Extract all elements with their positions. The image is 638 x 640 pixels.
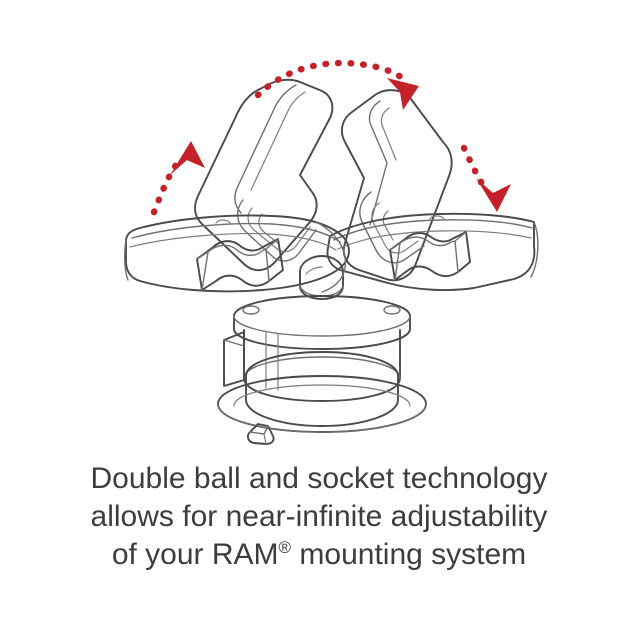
product-illustration: .ln { fill:none; stroke:#4a4a4a; stroke-… <box>123 59 539 445</box>
arrow-left-up <box>150 141 205 216</box>
caption-line-2: allows for near-infinite adjustability <box>90 500 548 533</box>
caption-line-3-text-after: mounting system <box>291 538 527 571</box>
double-socket-arm-left-raised <box>194 78 334 272</box>
caption-block: Double ball and socket technology allows… <box>0 460 638 574</box>
suction-cup-base <box>217 255 427 445</box>
double-socket-arm-left-horizontal <box>123 214 350 293</box>
arrow-top-sweep <box>254 59 419 110</box>
caption-line-3-text-before: of your RAM <box>111 538 279 571</box>
caption-line-3: of your RAM® mounting system <box>0 536 638 574</box>
double-socket-arm-right-horizontal <box>326 212 539 291</box>
registered-trademark-symbol: ® <box>278 538 292 557</box>
mount-diagram-svg: .ln { fill:none; stroke:#4a4a4a; stroke-… <box>123 59 539 445</box>
tightening-knob-right <box>389 231 471 281</box>
arrow-right-down <box>460 144 511 212</box>
double-socket-arm-right-raised <box>340 89 453 282</box>
tightening-knob-left <box>196 238 284 291</box>
caption-line-1: Double ball and socket technology <box>90 462 548 495</box>
